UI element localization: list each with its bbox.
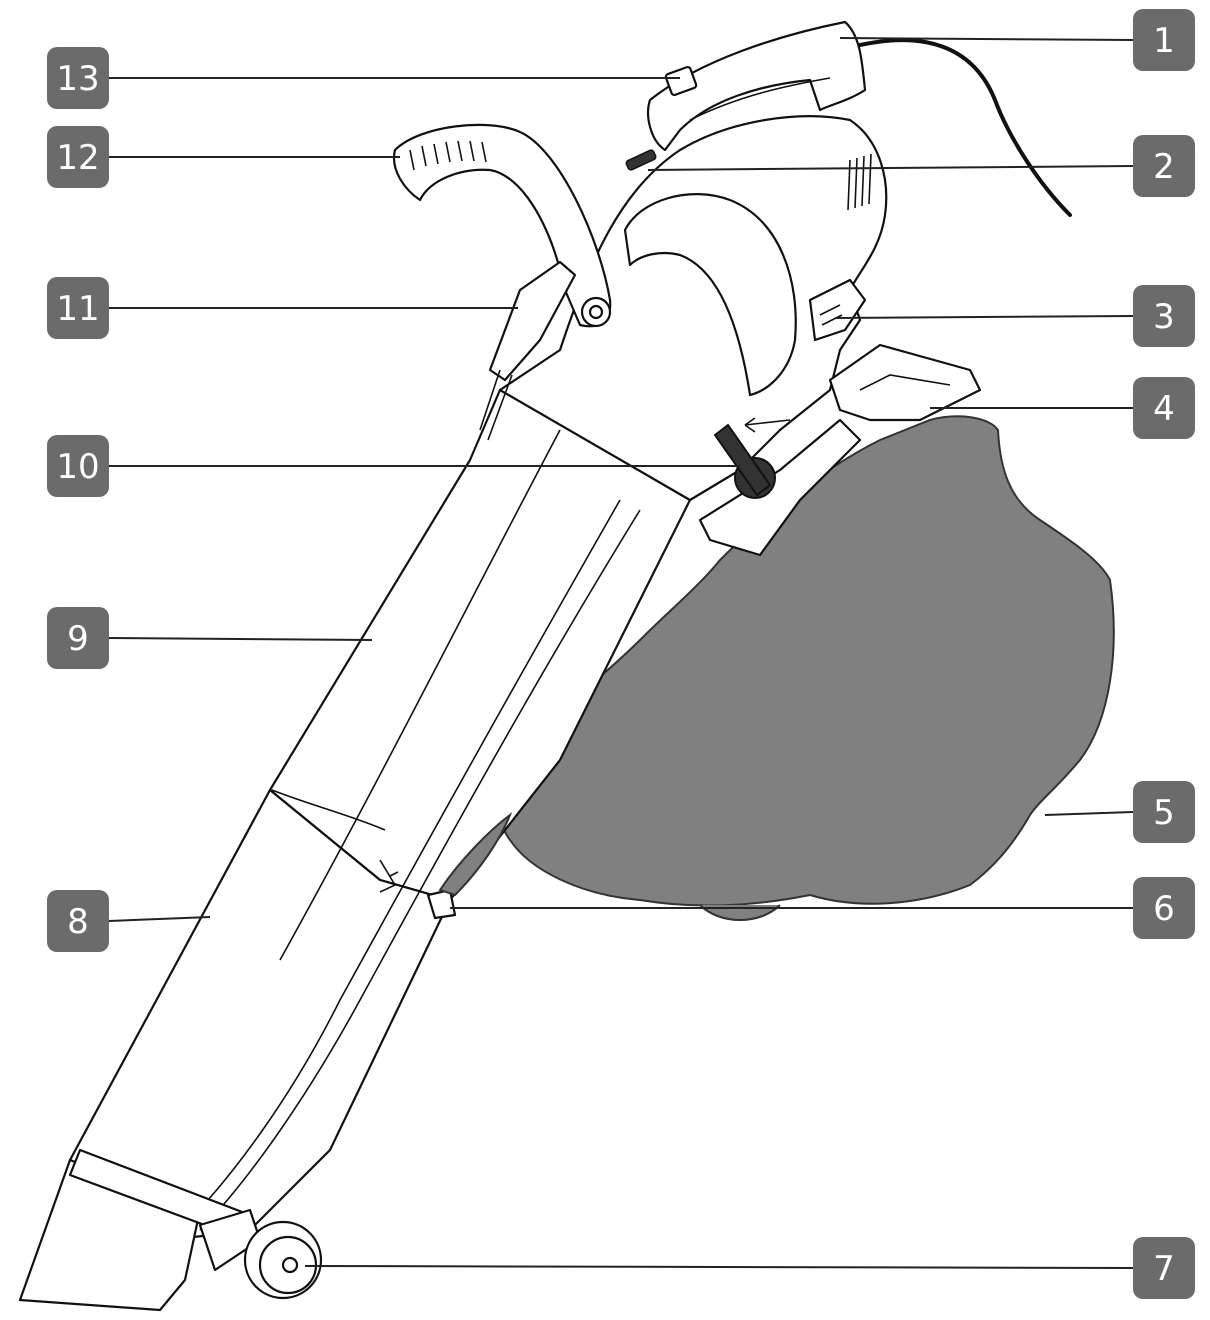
bag-frame <box>828 343 982 422</box>
tube-joint <box>271 789 386 831</box>
switch-lever <box>713 423 772 497</box>
callout-badge-9 <box>47 607 109 669</box>
callout-label-10: 10 <box>56 447 99 487</box>
leader-line-5 <box>1044 811 1134 816</box>
callout-badge-11 <box>47 277 109 339</box>
callout-badge-2 <box>1133 135 1195 197</box>
callout-badge-12 <box>47 126 109 188</box>
motor-vents <box>847 153 872 211</box>
callout-label-5: 5 <box>1153 793 1175 833</box>
callout-label-2: 2 <box>1153 147 1175 187</box>
callout-label-3: 3 <box>1153 297 1175 337</box>
callout-label-8: 8 <box>67 902 89 942</box>
callout-label-11: 11 <box>56 289 99 329</box>
callout-label-12: 12 <box>56 138 99 178</box>
callout-badge-6 <box>1133 877 1195 939</box>
bag-clip-detail <box>819 304 843 326</box>
mode-arrow <box>744 417 791 433</box>
callout-badge-7 <box>1133 1237 1195 1299</box>
callout-label-7: 7 <box>1153 1249 1175 1289</box>
callout-label-4: 4 <box>1153 389 1175 429</box>
wheel-hub <box>281 1256 299 1274</box>
leader-line-9 <box>108 637 373 641</box>
auxiliary-handle-ribs <box>409 140 487 171</box>
callout-badge-1 <box>1133 9 1195 71</box>
power-switch <box>664 65 698 97</box>
tube-seam-1 <box>199 509 641 1231</box>
callout-badge-8 <box>47 890 109 952</box>
inner-grip <box>623 193 797 397</box>
power-cord <box>858 38 1072 217</box>
leader-line-1 <box>839 37 1134 41</box>
motor-housing <box>498 115 888 502</box>
auxiliary-handle-knob-center <box>588 304 604 320</box>
callout-badge-13 <box>47 47 109 109</box>
clip-hook <box>438 812 513 897</box>
leader-line-2 <box>647 165 1134 171</box>
bag-mount <box>698 418 862 557</box>
leader-line-8 <box>108 916 211 922</box>
tube-seam-3 <box>279 429 561 961</box>
callout-label-6: 6 <box>1153 889 1175 929</box>
leader-line-7 <box>304 1265 1134 1269</box>
tube-seam-2 <box>179 499 621 1231</box>
callout-label-9: 9 <box>67 619 89 659</box>
auxiliary-handle <box>392 123 612 328</box>
tube-latch <box>379 859 399 893</box>
callout-badge-10 <box>47 435 109 497</box>
callout-badge-4 <box>1133 377 1195 439</box>
callout-badge-3 <box>1133 285 1195 347</box>
callout-label-1: 1 <box>1153 21 1175 61</box>
callout-badge-5 <box>1133 781 1195 843</box>
auxiliary-handle-rail <box>479 369 513 441</box>
bag-frame-inner <box>859 374 951 391</box>
top-handle <box>647 20 867 152</box>
speed-dial <box>625 149 657 171</box>
callout-label-13: 13 <box>56 59 99 99</box>
handle-grip-line <box>689 77 831 121</box>
auxiliary-handle-lock <box>488 260 577 382</box>
leader-line-3 <box>834 315 1134 319</box>
